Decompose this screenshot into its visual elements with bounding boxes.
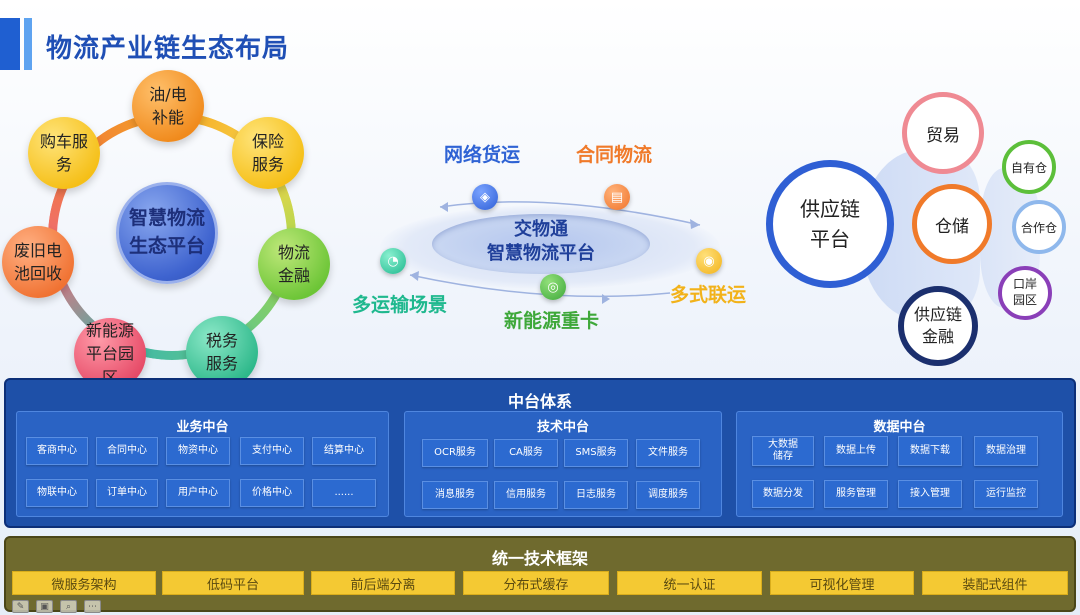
ecosystem-item-tax: 税务服务 — [186, 316, 258, 388]
compass-icon: ◎ — [540, 274, 566, 300]
warehouse-partner: 合作仓 — [1012, 200, 1066, 254]
data-item: 数据治理 — [974, 436, 1038, 466]
zoom-icon[interactable]: ⌕ — [60, 600, 77, 613]
platform-node-contract-logistics: 合同物流 — [576, 144, 653, 166]
framework-item: 微服务架构 — [12, 571, 156, 595]
ecosystem-item-finance: 物流金融 — [258, 228, 330, 300]
tech-item: 日志服务 — [564, 481, 628, 509]
ecosystem-center: 智慧物流生态平台 — [116, 182, 218, 284]
location-icon: ◉ — [696, 248, 722, 274]
framework-item: 分布式缓存 — [463, 571, 609, 595]
tech-item: 调度服务 — [636, 481, 700, 509]
ecosystem-item-battery-recycle: 废旧电池回收 — [2, 226, 74, 298]
business-item: 物联中心 — [26, 479, 88, 507]
platform-node-ev-truck: 新能源重卡 — [504, 310, 600, 332]
ecosystem-item-car-purchase: 购车服务 — [28, 117, 100, 189]
title-accent-bar — [0, 18, 34, 70]
supply-finance: 供应链金融 — [898, 286, 978, 366]
tech-item: OCR服务 — [422, 439, 488, 467]
business-item: ...... — [312, 479, 376, 507]
business-item: 结算中心 — [312, 437, 376, 465]
platform-node-network-freight: 网络货运 — [444, 144, 521, 166]
warehouse-own: 自有仓 — [1002, 140, 1056, 194]
ecosystem-item-energy: 油/电补能 — [132, 70, 204, 142]
data-item: 数据上传 — [824, 436, 888, 466]
warehouse-port: 口岸园区 — [998, 266, 1052, 320]
framework-item: 前后端分离 — [311, 571, 455, 595]
data-item: 数据分发 — [752, 480, 814, 508]
document-icon: ▤ — [604, 184, 630, 210]
data-item: 接入管理 — [898, 480, 962, 508]
business-item: 订单中心 — [96, 479, 158, 507]
tech-platform-title: 技术中台 — [536, 420, 589, 435]
tech-item: 信用服务 — [494, 481, 558, 509]
platform-title: 交物通 智慧物流平台 — [487, 219, 595, 265]
supply-trade: 贸易 — [902, 92, 984, 174]
tech-item: SMS服务 — [564, 439, 628, 467]
tech-item: 文件服务 — [636, 439, 700, 467]
chart-icon: ◔ — [380, 248, 406, 274]
ecosystem-center-label: 智慧物流生态平台 — [128, 207, 205, 257]
business-item: 用户中心 — [166, 479, 230, 507]
platform-core — [432, 214, 650, 274]
page-title: 物流产业链生态布局 — [46, 34, 290, 64]
business-platform-title: 业务中台 — [176, 420, 229, 435]
framework-item: 装配式组件 — [922, 571, 1068, 595]
data-item: 大数据储存 — [752, 436, 814, 466]
tech-item: CA服务 — [494, 439, 558, 467]
more-icon[interactable]: ⋯ — [84, 600, 101, 613]
business-item: 支付中心 — [240, 437, 304, 465]
business-item: 合同中心 — [96, 437, 158, 465]
middle-platform-title: 中台体系 — [507, 392, 572, 411]
tech-item: 消息服务 — [422, 481, 488, 509]
framework-item: 低码平台 — [162, 571, 304, 595]
business-item: 客商中心 — [26, 437, 88, 465]
business-item: 价格中心 — [240, 479, 304, 507]
pen-icon[interactable]: ✎ — [12, 600, 29, 613]
data-item: 数据下载 — [898, 436, 962, 466]
framework-item: 统一认证 — [617, 571, 762, 595]
data-item: 运行监控 — [974, 480, 1038, 508]
data-item: 服务管理 — [824, 480, 888, 508]
ecosystem-item-insurance: 保险服务 — [232, 117, 304, 189]
cube-icon: ◈ — [472, 184, 498, 210]
platform-node-multi-scenario: 多运输场景 — [352, 294, 448, 316]
platform-node-multimodal: 多式联运 — [670, 284, 747, 306]
framework-item: 可视化管理 — [770, 571, 914, 595]
copy-icon[interactable]: ▣ — [36, 600, 53, 613]
business-item: 物资中心 — [166, 437, 230, 465]
framework-title: 统一技术框架 — [491, 549, 588, 568]
supply-chain-center: 供应链平台 — [766, 160, 894, 288]
supply-warehouse: 仓储 — [912, 184, 992, 264]
data-platform-title: 数据中台 — [873, 420, 926, 435]
